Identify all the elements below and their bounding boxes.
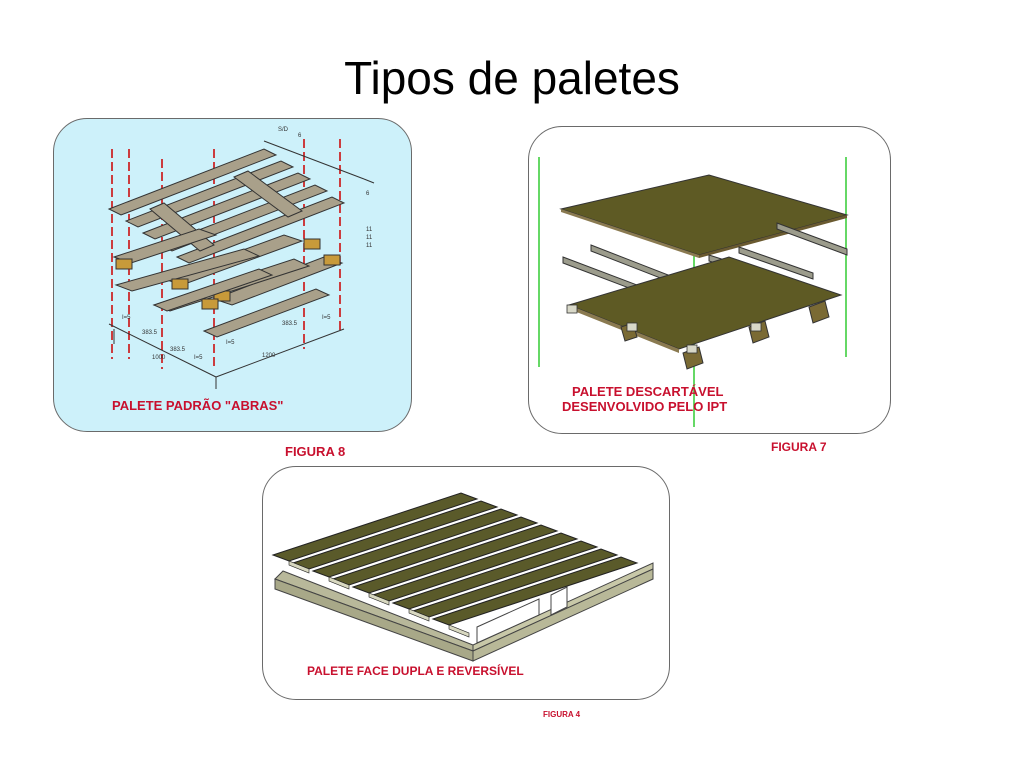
dim-label: 11 — [366, 243, 373, 249]
reversible-pallet-drawing — [271, 492, 654, 662]
figure-7-label-line2: DESENVOLVIDO PELO IPT — [562, 399, 728, 414]
dim-label: I=5 — [226, 340, 235, 346]
slide-title: Tipos de paletes — [344, 52, 680, 104]
figure-7-panel: PALETE DESCARTÁVEL DESENVOLVIDO PELO IPT — [528, 126, 891, 434]
dim-label: 6 — [366, 191, 370, 197]
dim-label: 1200 — [262, 353, 276, 359]
figure-8-panel: 383.5 383.5 383.5 1000 1200 I=5 I=5 I=5 … — [53, 118, 412, 432]
exploded-pallet-drawing: 383.5 383.5 383.5 1000 1200 I=5 I=5 I=5 … — [107, 127, 375, 389]
figure-8-caption: FIGURA 8 — [285, 444, 346, 459]
dim-label: 11 — [366, 235, 373, 241]
dim-label: 1000 — [152, 355, 166, 361]
dim-label: I=5 — [322, 315, 331, 321]
disposable-pallet-drawing — [538, 157, 849, 427]
figure-8-label: PALETE PADRÃO "ABRAS" — [112, 398, 284, 413]
dim-label: 6 — [298, 133, 302, 139]
dim-label: I=5 — [194, 355, 203, 361]
figure-7-caption: FIGURA 7 — [771, 440, 827, 454]
figure-4-label: PALETE FACE DUPLA E REVERSÍVEL — [307, 664, 524, 678]
dim-label: I=5 — [122, 315, 131, 321]
dim-label: 383.5 — [170, 347, 186, 353]
dim-label: S/D — [278, 127, 289, 133]
dim-label: 11 — [366, 227, 373, 233]
figure-4-caption: FIGURA 4 — [543, 710, 581, 719]
dim-label: 383.5 — [142, 330, 158, 336]
figure-7-label-line1: PALETE DESCARTÁVEL — [572, 384, 724, 399]
dim-label: 383.5 — [282, 321, 298, 327]
figure-4-panel: PALETE FACE DUPLA E REVERSÍVEL — [262, 466, 670, 700]
